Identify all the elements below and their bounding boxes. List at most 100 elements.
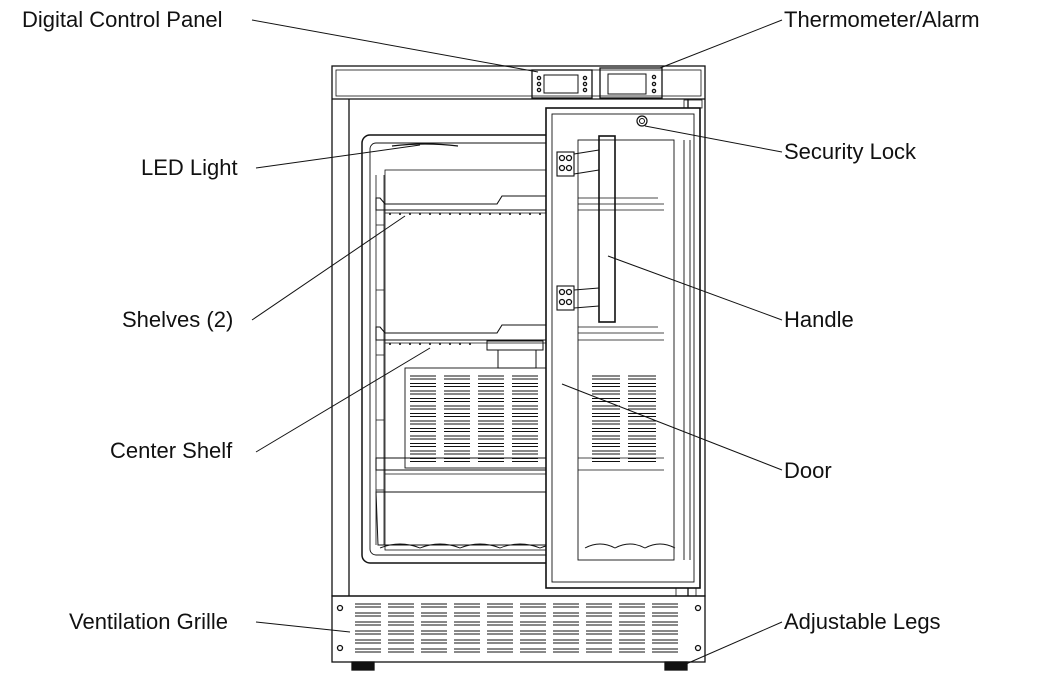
vent-slot <box>628 450 656 455</box>
vent-slot <box>478 450 504 455</box>
vent-slot <box>553 630 579 635</box>
adjustable-legs <box>351 661 688 671</box>
vent-slot <box>512 375 538 380</box>
vent-slot <box>444 458 470 462</box>
vent-slot <box>628 413 656 417</box>
vent-slot <box>388 621 414 626</box>
vent-slot <box>478 405 504 410</box>
leader-shelves-upper <box>251 215 406 321</box>
vent-slot <box>454 603 480 608</box>
vent-slot <box>410 458 436 462</box>
vent-slot <box>388 639 414 644</box>
vent-slot <box>355 630 381 635</box>
label-thermometer-alarm: Thermometer/Alarm <box>784 7 980 32</box>
vent-slot <box>388 648 414 653</box>
vent-slot <box>388 603 414 608</box>
vent-slot <box>444 375 470 380</box>
vent-slot <box>512 443 538 447</box>
vent-slot <box>512 428 538 432</box>
vent-slot <box>478 383 504 387</box>
vent-slot <box>444 413 470 417</box>
vent-slot <box>592 450 620 455</box>
vent-slot <box>421 621 447 626</box>
vent-slot <box>444 443 470 447</box>
vent-slot <box>478 443 504 447</box>
vent-slot <box>628 458 656 462</box>
vent-slot <box>478 398 504 402</box>
ventilation-grille <box>331 587 706 663</box>
center-grille-panel <box>404 367 636 469</box>
vent-slot <box>487 630 513 635</box>
vent-slot <box>628 383 656 387</box>
vent-slot <box>487 603 513 608</box>
leader-security-lock <box>644 125 783 153</box>
vent-slot <box>586 630 612 635</box>
vent-slot <box>592 435 620 440</box>
vent-slot <box>592 390 620 395</box>
label-digital-control-panel: Digital Control Panel <box>22 7 223 32</box>
label-adjustable-legs: Adjustable Legs <box>784 609 941 634</box>
vent-slot <box>454 639 480 644</box>
vent-slot <box>520 648 546 653</box>
vent-slot <box>512 413 538 417</box>
vent-slot <box>652 603 678 608</box>
vent-slot <box>619 621 645 626</box>
vent-slot <box>355 621 381 626</box>
vent-slot <box>454 648 480 653</box>
vent-slot <box>478 413 504 417</box>
security-lock <box>636 115 648 127</box>
vent-slot <box>487 621 513 626</box>
vent-slot <box>619 630 645 635</box>
leader-ventilation-grille <box>255 621 351 633</box>
vent-slot <box>410 383 436 387</box>
vent-slot <box>553 639 579 644</box>
label-center-shelf: Center Shelf <box>110 438 233 463</box>
vent-slot <box>652 621 678 626</box>
vent-slot <box>619 639 645 644</box>
vent-slot <box>410 413 436 417</box>
vent-slot <box>619 648 645 653</box>
vent-slot <box>512 383 538 387</box>
leader-handle <box>607 255 783 321</box>
vent-slot <box>487 612 513 617</box>
vent-slot <box>553 621 579 626</box>
handle <box>573 135 616 323</box>
vent-slot <box>628 428 656 432</box>
vent-slot <box>628 435 656 440</box>
led-light <box>391 143 459 147</box>
vent-slot <box>628 375 656 380</box>
vent-slot <box>410 398 436 402</box>
vent-slot <box>512 450 538 455</box>
label-ventilation-grille: Ventilation Grille <box>69 609 228 634</box>
vent-slot <box>444 390 470 395</box>
vent-slot <box>592 405 620 410</box>
vent-slot <box>553 648 579 653</box>
label-handle: Handle <box>784 307 854 332</box>
label-security-lock: Security Lock <box>784 139 917 164</box>
vent-slot <box>388 612 414 617</box>
vent-slot <box>619 612 645 617</box>
digital-control-panel <box>531 69 593 99</box>
vent-slot <box>444 435 470 440</box>
vent-slot <box>410 443 436 447</box>
vent-slot <box>512 405 538 410</box>
vent-slot <box>410 375 436 380</box>
vent-slot <box>421 648 447 653</box>
vent-slot <box>478 390 504 395</box>
vent-slot <box>652 639 678 644</box>
vent-slot <box>512 435 538 440</box>
vent-slot <box>410 405 436 410</box>
vent-slot <box>478 428 504 432</box>
vent-slot <box>586 648 612 653</box>
label-led-light: LED Light <box>141 155 238 180</box>
vent-slot <box>652 648 678 653</box>
vent-slot <box>592 443 620 447</box>
vent-slot <box>410 390 436 395</box>
vent-slot <box>586 621 612 626</box>
vent-slot <box>628 390 656 395</box>
leader-adjustable-legs <box>685 621 783 665</box>
vent-slot <box>454 612 480 617</box>
vent-slot <box>410 428 436 432</box>
vent-slot <box>619 603 645 608</box>
